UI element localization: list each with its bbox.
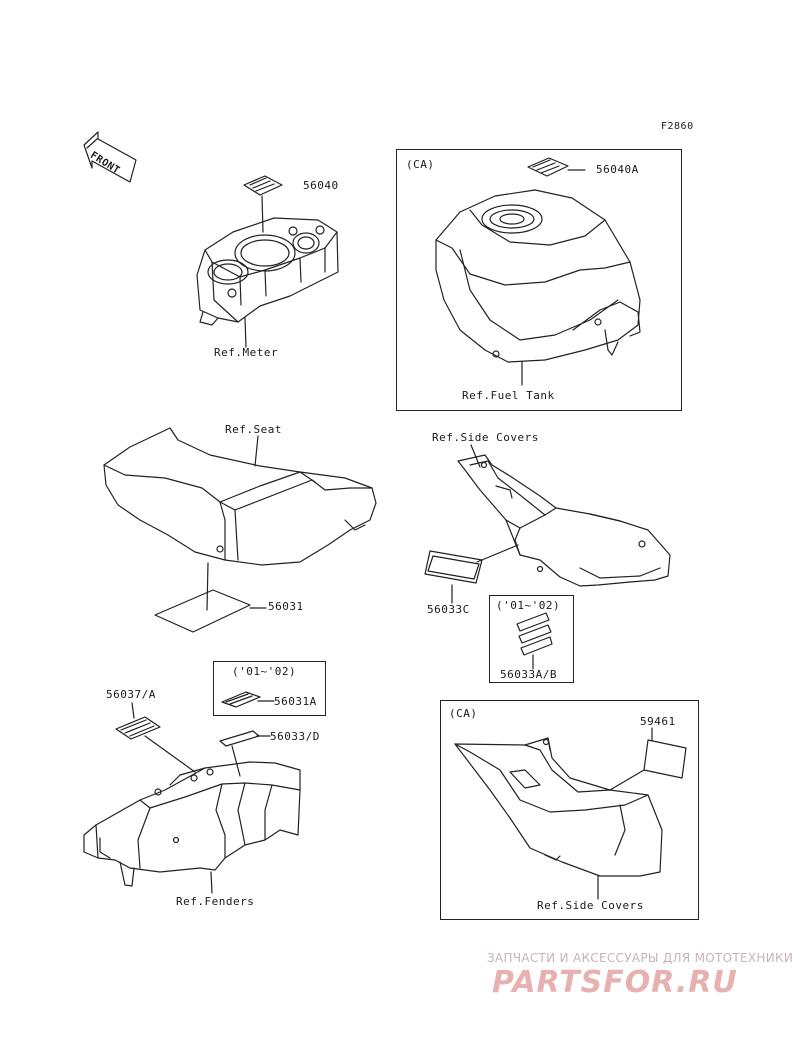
part-59461: 59461 (640, 715, 676, 728)
leader-ref-meter (244, 317, 247, 348)
decal-56033C (424, 544, 519, 604)
decal-56031A (221, 691, 275, 708)
meter-housing (196, 217, 339, 326)
decal-56040A (527, 157, 586, 177)
side-cover-top (457, 454, 671, 587)
ref-meter-label: Ref.Meter (214, 346, 279, 359)
decal-56040 (243, 175, 283, 196)
decal-56031 (154, 562, 267, 633)
figure-code: F2860 (661, 121, 694, 132)
part-56040: 56040 (303, 179, 339, 192)
part-56033AB: 56033A/B (500, 668, 557, 681)
leader-56040 (261, 195, 264, 233)
ref-side-covers-top-label: Ref.Side Covers (432, 431, 539, 444)
year-box-56033ab (489, 595, 574, 683)
year-range-b: ('01~'02) (232, 665, 297, 678)
decal-56033AB (516, 612, 553, 670)
leader-ref-seat (254, 435, 259, 467)
decal-56037A (115, 702, 196, 773)
year-box-56031a (213, 661, 326, 716)
ca-side-cover-box (440, 700, 699, 920)
ref-seat-label: Ref.Seat (225, 423, 282, 436)
decal-59461 (609, 727, 687, 791)
decal-56033D (219, 730, 271, 777)
ref-fuel-tank-label: Ref.Fuel Tank (462, 389, 555, 402)
ref-side-covers-bottom-label: Ref.Side Covers (537, 899, 644, 912)
side-cover-ca (454, 737, 663, 877)
front-arrow-icon (83, 131, 137, 183)
part-56033D: 56033/D (270, 730, 320, 743)
fender (83, 761, 301, 887)
ca-label-bottom: (CA) (449, 707, 478, 720)
part-56033C: 56033C (427, 603, 470, 616)
part-56037A: 56037/A (106, 688, 156, 701)
watermark-logo: PARTSFOR.RU (492, 965, 738, 1000)
ref-fenders-label: Ref.Fenders (176, 895, 255, 908)
part-56031A: 56031A (274, 695, 317, 708)
seat (103, 427, 377, 566)
ca-label-top: (CA) (406, 158, 435, 171)
part-56040A: 56040A (596, 163, 639, 176)
leader-ref-side-covers-top (470, 444, 481, 468)
watermark-tagline: ЗАПЧАСТИ И АКСЕССУАРЫ ДЛЯ МОТОТЕХНИКИ (487, 951, 794, 965)
ca-fuel-tank-box (396, 149, 682, 411)
year-range-a: ('01~'02) (496, 599, 561, 612)
part-56031: 56031 (268, 600, 304, 613)
fuel-tank (435, 189, 641, 363)
leader-ref-fenders (210, 871, 213, 894)
